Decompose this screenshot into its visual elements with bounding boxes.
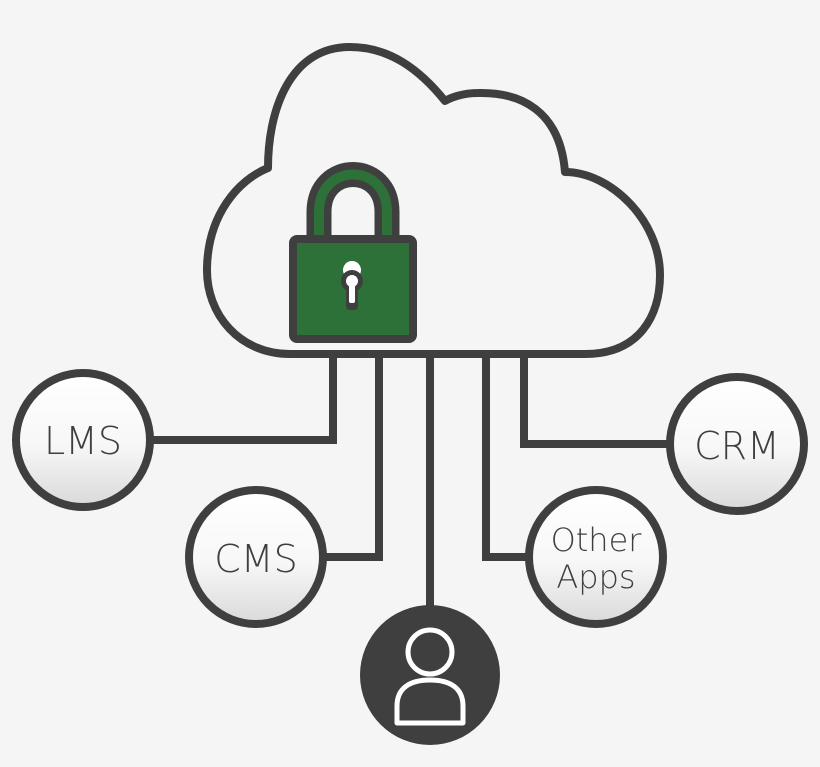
connector-cms [325,358,383,561]
node-crm: CRM [666,373,808,515]
padlock-icon [289,162,417,343]
user-icon [394,627,466,726]
node-other-apps: Other Apps [525,486,667,628]
cloud-icon [202,43,664,358]
connectors [150,358,668,608]
node-lms: LMS [12,369,154,511]
connector-other-apps [482,358,527,561]
node-cms: CMS [185,486,327,628]
node-other-apps-label-line2: Apps [556,558,635,596]
node-crm-label: CRM [694,424,780,468]
connector-crm [520,358,668,448]
connector-lms [150,358,337,444]
node-lms-label: LMS [44,419,122,463]
node-cms-label: CMS [214,537,297,581]
node-user [360,605,500,745]
node-other-apps-label-line1: Other [551,521,643,559]
